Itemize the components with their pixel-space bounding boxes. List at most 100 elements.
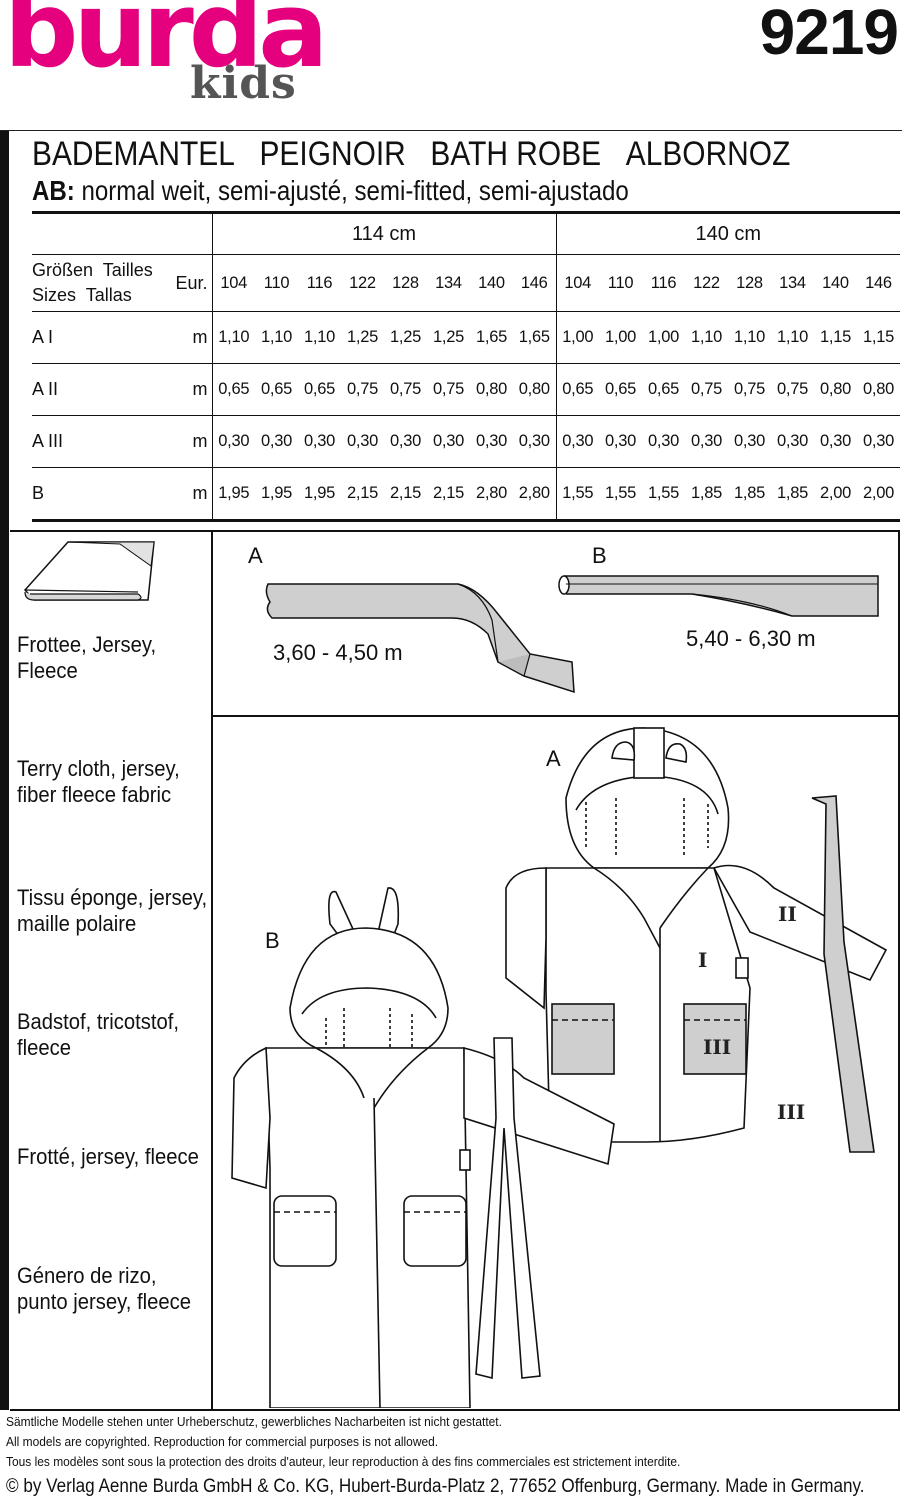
size-cell: 116 <box>642 254 685 312</box>
yardage-cell: 1,25 <box>427 311 470 364</box>
fit-description: AB: normal weit, semi-ajusté, semi-fitte… <box>32 175 629 207</box>
table-corner <box>32 211 212 255</box>
fabric-en: Terry cloth, jersey, fiber fleece fabric <box>17 756 180 807</box>
part-iii-belt-label: III <box>777 1100 806 1124</box>
fabric-panel <box>10 530 900 1411</box>
fabric-es: Género de rizo, punto jersey, fleece <box>17 1263 192 1314</box>
yardage-cell: 1,65 <box>513 311 556 364</box>
footer-copyright-fr: Tous les modèles sont sous la protection… <box>6 1454 681 1469</box>
yardage-cell: 1,55 <box>555 467 599 522</box>
yardage-cell: 1,25 <box>341 311 384 364</box>
yardage-cell: 0,65 <box>642 363 685 416</box>
yardage-cell: 1,00 <box>555 311 599 364</box>
size-cell: 110 <box>255 254 298 312</box>
yardage-cell: 0,75 <box>728 363 771 416</box>
yardage-cell: 0,30 <box>599 415 642 468</box>
yardage-cell: 1,10 <box>298 311 341 364</box>
yardage-cell: 0,65 <box>211 363 255 416</box>
yardage-cell: 0,30 <box>685 415 728 468</box>
size-cell: 110 <box>599 254 642 312</box>
yardage-cell: 1,95 <box>211 467 255 522</box>
notion-b-length: 5,40 - 6,30 m <box>686 626 816 651</box>
yardage-cell: 0,80 <box>513 363 556 416</box>
robe-a-label: A <box>546 746 561 771</box>
yardage-cell: 0,30 <box>298 415 341 468</box>
size-label-line1: Größen Tailles <box>32 260 153 280</box>
yardage-cell: 1,25 <box>384 311 427 364</box>
fabric-fr: Tissu éponge, jersey, maille polaire <box>17 885 208 936</box>
fabric-roll-icon <box>23 541 155 601</box>
pattern-number: 9219 <box>759 0 899 68</box>
row-label: A II <box>32 363 170 416</box>
row-unit: m <box>170 415 212 468</box>
fabric-de: Frottee, Jersey, Fleece <box>17 632 157 683</box>
yardage-cell: 0,65 <box>555 363 599 416</box>
size-cell: 146 <box>513 254 556 312</box>
yardage-cell: 0,65 <box>298 363 341 416</box>
yardage-cell: 0,30 <box>771 415 814 468</box>
yardage-cell: 0,30 <box>384 415 427 468</box>
notion-b-label: B <box>592 543 607 568</box>
yardage-cell: 1,00 <box>642 311 685 364</box>
size-cell: 128 <box>384 254 427 312</box>
yardage-cell: 0,30 <box>211 415 255 468</box>
top-rule <box>0 130 902 131</box>
size-cell: 104 <box>555 254 599 312</box>
yardage-cell: 1,55 <box>599 467 642 522</box>
yardage-cell: 2,00 <box>814 467 857 522</box>
yardage-cell: 2,15 <box>427 467 470 522</box>
yardage-cell: 1,55 <box>642 467 685 522</box>
robe-b-label: B <box>265 928 280 953</box>
size-label: Größen Tailles Sizes Tallas <box>32 254 170 312</box>
yardage-cell: 1,10 <box>728 311 771 364</box>
part-iii-label: III <box>703 1035 732 1059</box>
yardage-cell: 1,15 <box>814 311 857 364</box>
title-en: BATH ROBE <box>430 135 602 173</box>
yardage-cell: 0,30 <box>427 415 470 468</box>
yardage-cell: 0,30 <box>555 415 599 468</box>
row-label: B <box>32 467 170 522</box>
row-label: A III <box>32 415 170 468</box>
yardage-cell: 0,75 <box>771 363 814 416</box>
yardage-cell: 0,65 <box>255 363 298 416</box>
yardage-cell: 0,65 <box>599 363 642 416</box>
yardage-cell: 0,80 <box>857 363 900 416</box>
yardage-cell: 0,30 <box>642 415 685 468</box>
part-i-label: I <box>698 948 708 972</box>
yardage-cell: 0,75 <box>685 363 728 416</box>
size-cell: 122 <box>685 254 728 312</box>
piping-illustration <box>558 575 879 617</box>
yardage-cell: 1,95 <box>255 467 298 522</box>
footer-copyright-de: Sämtliche Modelle stehen unter Urhebersc… <box>6 1414 502 1429</box>
eur-label: Eur. <box>170 254 212 312</box>
yardage-cell: 1,10 <box>685 311 728 364</box>
brand-logo: burda <box>4 0 328 91</box>
yardage-cell: 2,80 <box>513 467 556 522</box>
yardage-cell: 1,85 <box>728 467 771 522</box>
panel-divider <box>211 530 213 1409</box>
notions-divider <box>211 715 900 717</box>
size-cell: 122 <box>341 254 384 312</box>
yardage-cell: 0,30 <box>814 415 857 468</box>
title-de: BADEMANTEL <box>32 135 235 173</box>
size-cell: 134 <box>771 254 814 312</box>
fabric-sv: Frotté, jersey, fleece <box>17 1144 199 1169</box>
title-es: ALBORNOZ <box>625 135 791 173</box>
brand-sub-logo: kids <box>190 58 297 109</box>
fabric-nl: Badstof, tricotstof, fleece <box>17 1009 179 1060</box>
left-rule <box>0 130 9 1410</box>
yardage-cell: 1,95 <box>298 467 341 522</box>
yardage-cell: 1,10 <box>771 311 814 364</box>
row-unit: m <box>170 311 212 364</box>
yardage-cell: 1,65 <box>470 311 513 364</box>
size-cell: 140 <box>814 254 857 312</box>
sizes-row: Größen Tailles Sizes Tallas Eur. 104 110… <box>32 254 900 312</box>
bathrobe-illustration <box>231 727 888 1408</box>
fit-text: normal weit, semi-ajusté, semi-fitted, s… <box>74 175 629 206</box>
size-cell: 140 <box>470 254 513 312</box>
yardage-cell: 0,30 <box>728 415 771 468</box>
